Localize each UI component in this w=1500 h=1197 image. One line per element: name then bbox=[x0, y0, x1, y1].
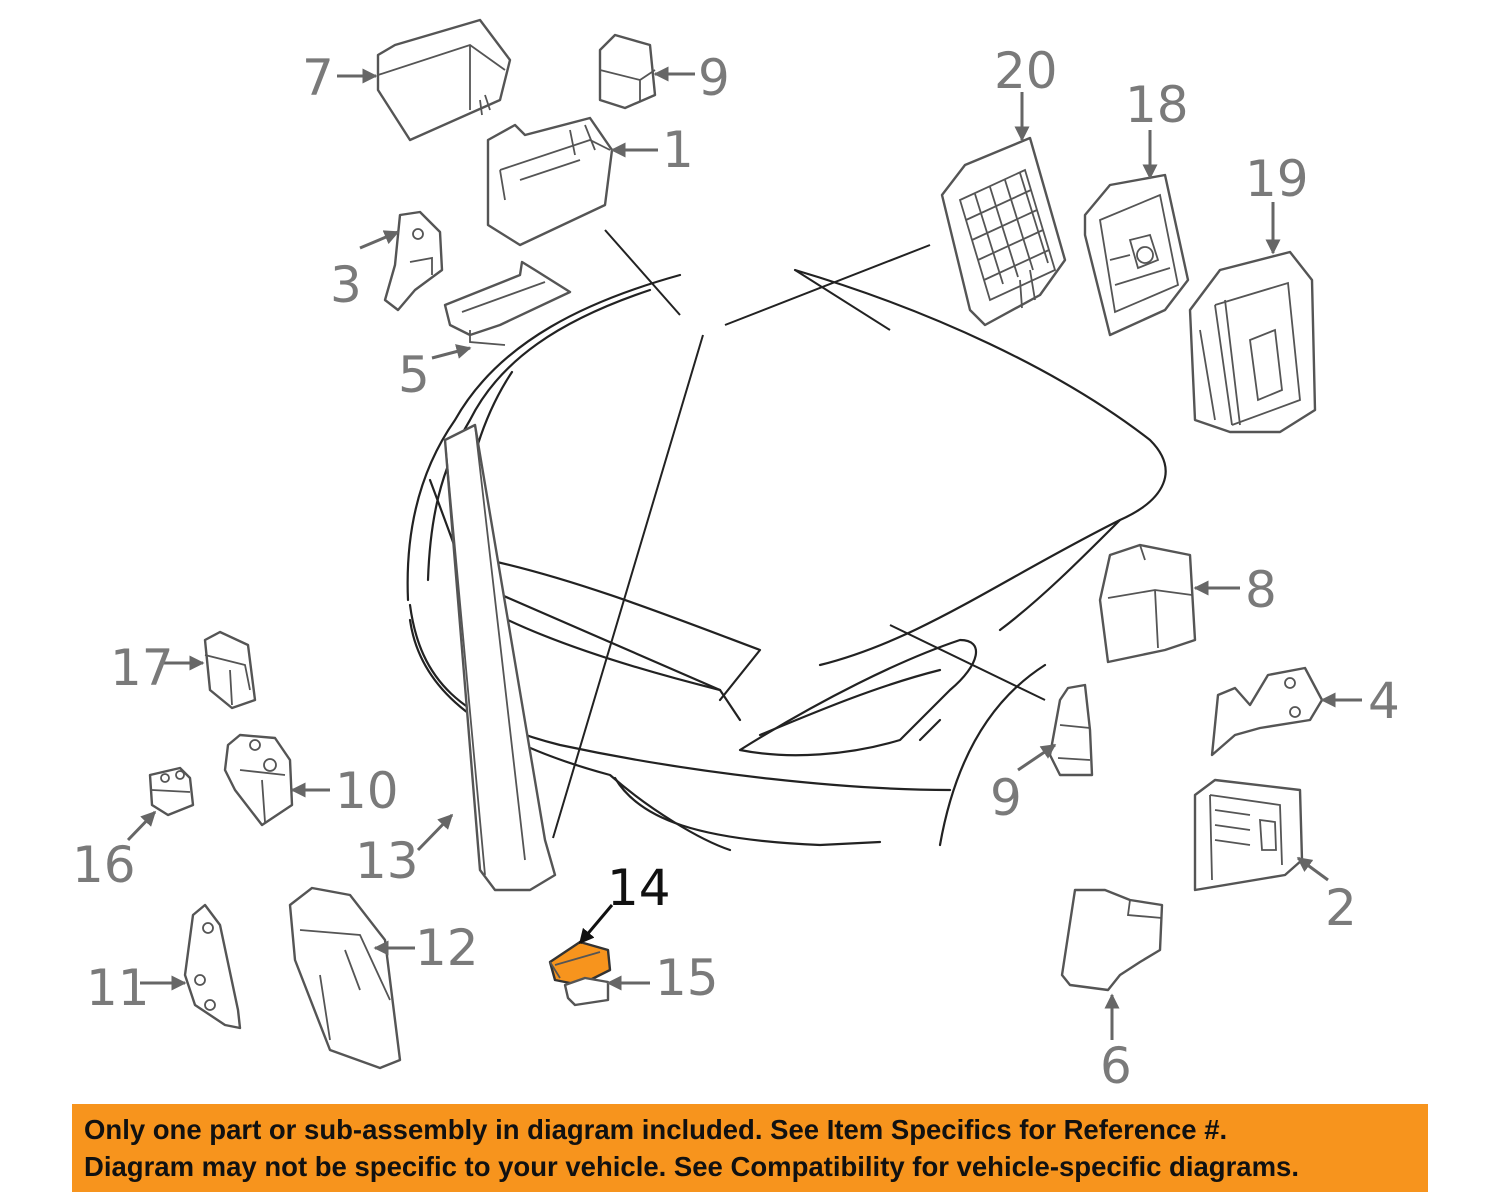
part-9-upper bbox=[598, 33, 657, 110]
part-5 bbox=[443, 260, 572, 346]
part-3 bbox=[383, 210, 444, 312]
part-19 bbox=[1188, 250, 1317, 434]
parts-diagram: 7 9 1 3 5 20 18 19 8 4 9 2 6 17 10 16 13… bbox=[72, 18, 1400, 1095]
callout-1: 1 bbox=[662, 121, 694, 179]
part-9-lower bbox=[1048, 683, 1094, 777]
callout-6: 6 bbox=[1100, 1037, 1132, 1095]
disclaimer-banner: Only one part or sub-assembly in diagram… bbox=[72, 1104, 1428, 1192]
callout-12: 12 bbox=[415, 919, 479, 977]
callout-4: 4 bbox=[1368, 672, 1400, 730]
callout-15: 15 bbox=[655, 949, 719, 1007]
callout-10: 10 bbox=[335, 762, 399, 820]
callout-5: 5 bbox=[398, 346, 430, 404]
callout-9-upper: 9 bbox=[698, 49, 730, 107]
callout-3: 3 bbox=[330, 256, 362, 314]
callout-17: 17 bbox=[110, 639, 174, 697]
part-17 bbox=[203, 630, 257, 710]
callout-7: 7 bbox=[302, 49, 334, 107]
part-1 bbox=[486, 116, 614, 247]
callout-11: 11 bbox=[86, 959, 150, 1017]
callout-numbers: 7 9 1 3 5 20 18 19 8 4 9 2 6 17 10 16 13… bbox=[72, 42, 1400, 1095]
part-13 bbox=[443, 423, 557, 892]
callout-14: 14 bbox=[607, 859, 671, 917]
callout-13: 13 bbox=[355, 832, 419, 890]
callout-2: 2 bbox=[1325, 879, 1357, 937]
part-4 bbox=[1210, 666, 1324, 757]
callout-18: 18 bbox=[1125, 76, 1189, 134]
callout-8: 8 bbox=[1245, 561, 1277, 619]
part-2 bbox=[1193, 778, 1304, 892]
disclaimer-line-2: Diagram may not be specific to your vehi… bbox=[84, 1151, 1299, 1182]
disclaimer-line-1: Only one part or sub-assembly in diagram… bbox=[84, 1114, 1228, 1145]
callout-9-lower: 9 bbox=[990, 769, 1022, 827]
callout-19: 19 bbox=[1245, 150, 1309, 208]
part-12 bbox=[288, 886, 402, 1070]
part-11 bbox=[183, 903, 242, 1030]
part-7 bbox=[376, 18, 512, 142]
part-15 bbox=[563, 976, 610, 1007]
leader-lines bbox=[552, 229, 1046, 839]
part-16 bbox=[148, 766, 195, 817]
callout-16: 16 bbox=[72, 836, 136, 894]
part-8 bbox=[1098, 543, 1197, 664]
part-20 bbox=[940, 136, 1067, 327]
callout-arrows bbox=[126, 66, 1362, 1040]
part-18 bbox=[1083, 173, 1190, 337]
part-10 bbox=[223, 733, 294, 827]
callout-20: 20 bbox=[994, 42, 1058, 100]
part-6 bbox=[1060, 888, 1164, 992]
